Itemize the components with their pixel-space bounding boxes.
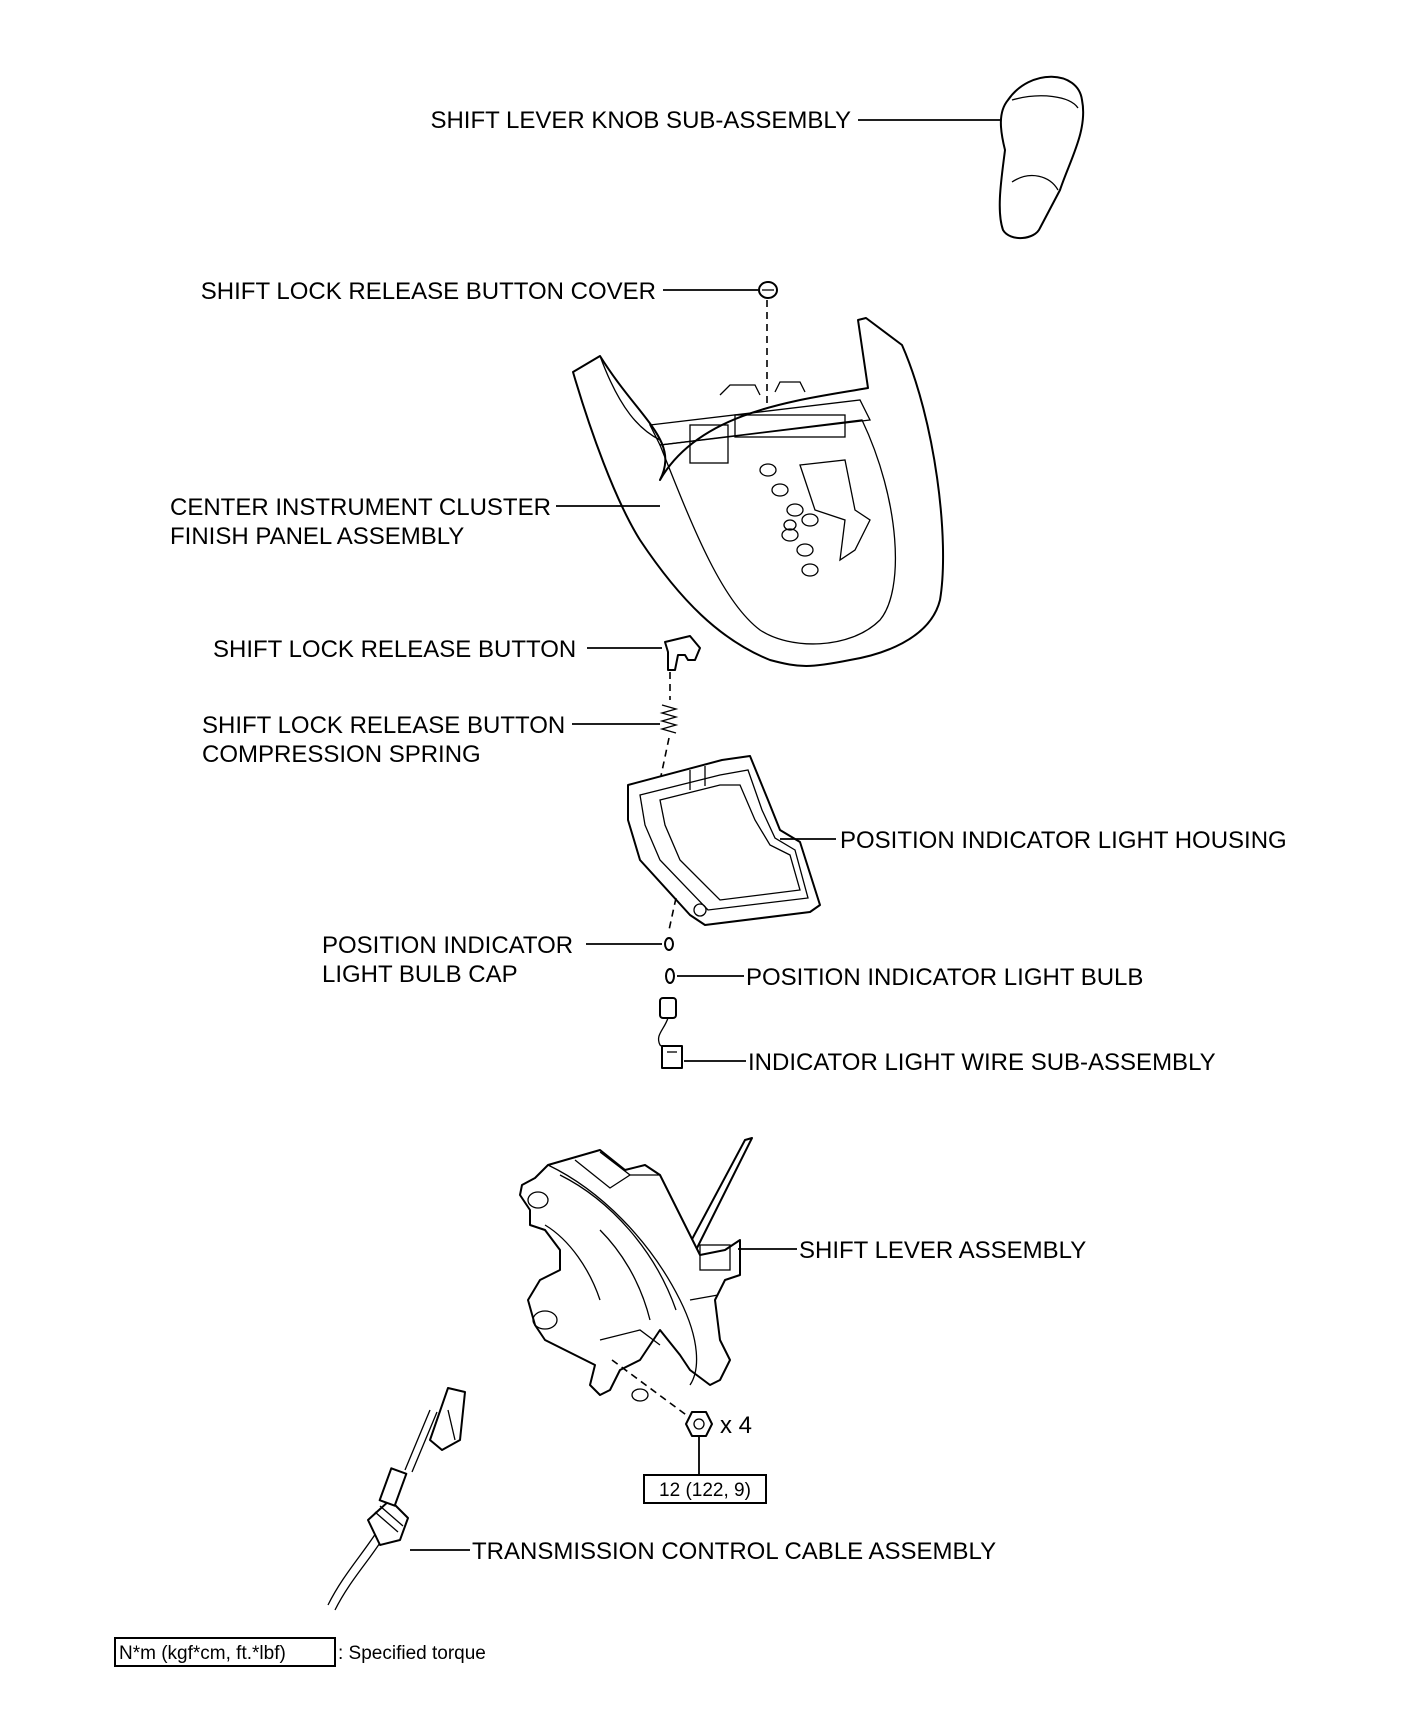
- spring-icon: [659, 704, 679, 734]
- label-center-cluster-line1: CENTER INSTRUMENT CLUSTER: [170, 494, 551, 521]
- label-lock-button: SHIFT LOCK RELEASE BUTTON: [213, 636, 576, 663]
- label-bulb: POSITION INDICATOR LIGHT BULB: [746, 964, 1143, 991]
- label-center-cluster-line2: FINISH PANEL ASSEMBLY: [170, 523, 464, 550]
- legend-unit-box: [114, 1637, 336, 1667]
- label-bulb-cap-line2: LIGHT BULB CAP: [322, 961, 518, 988]
- label-indicator-housing: POSITION INDICATOR LIGHT HOUSING: [840, 827, 1287, 854]
- legend-description: : Specified torque: [338, 1643, 486, 1664]
- label-button-cover: SHIFT LOCK RELEASE BUTTON COVER: [201, 278, 656, 305]
- torque-value: 12 (122, 9): [659, 1480, 751, 1501]
- nut-icon: [685, 1411, 713, 1437]
- shift-lever-icon: [519, 1137, 753, 1402]
- control-cable-icon: [327, 1387, 466, 1611]
- indicator-housing-icon: [627, 755, 821, 926]
- label-spring-line2: COMPRESSION SPRING: [202, 741, 481, 768]
- legend-unit: N*m (kgf*cm, ft.*lbf): [119, 1643, 286, 1664]
- finish-panel-icon: [572, 317, 944, 667]
- label-cable: TRANSMISSION CONTROL CABLE ASSEMBLY: [472, 1538, 996, 1565]
- shift-knob-icon: [998, 75, 1085, 239]
- torque-box: [643, 1474, 767, 1504]
- label-wire: INDICATOR LIGHT WIRE SUB-ASSEMBLY: [748, 1049, 1216, 1076]
- wire-harness-icon: [657, 997, 683, 1069]
- bulb-icon: [665, 968, 675, 984]
- label-spring-line1: SHIFT LOCK RELEASE BUTTON: [202, 712, 565, 739]
- label-bulb-cap-line1: POSITION INDICATOR: [322, 932, 573, 959]
- button-cover-icon: [758, 281, 778, 299]
- fastener-quantity: x 4: [720, 1412, 752, 1439]
- label-shift-lever: SHIFT LEVER ASSEMBLY: [799, 1237, 1086, 1264]
- bulb-cap-icon: [664, 937, 674, 951]
- lock-button-icon: [664, 635, 701, 671]
- label-shift-lever-knob: SHIFT LEVER KNOB SUB-ASSEMBLY: [430, 107, 851, 134]
